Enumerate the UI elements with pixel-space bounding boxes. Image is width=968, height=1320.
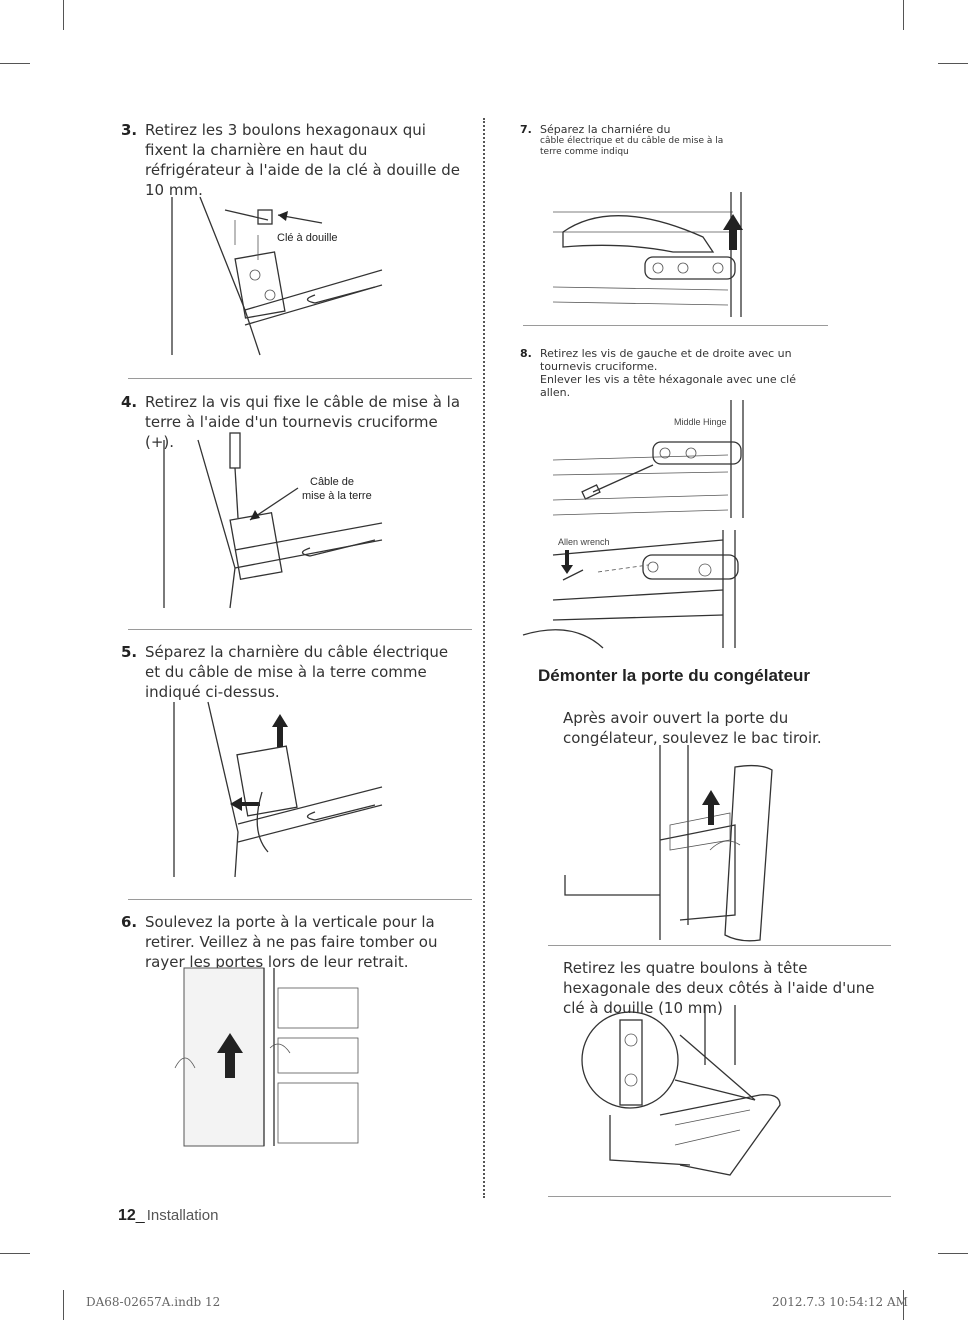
- allen-wrench-label: Allen wrench: [558, 537, 610, 547]
- hinge-separate-illustration: [173, 701, 383, 878]
- crop-mark: [63, 1290, 64, 1320]
- step-text: Soulevez la porte à la verticale pour la…: [145, 913, 438, 971]
- step-text: allen.: [540, 386, 571, 399]
- step-text: Séparez la charniére du: [540, 123, 671, 136]
- step-text: tournevis cruciforme.: [540, 360, 658, 373]
- step-3: 3. Retirez les 3 boulons hexagonaux qui …: [121, 120, 465, 200]
- divider: [548, 945, 891, 946]
- page-footer: 12_Installation: [118, 1207, 218, 1225]
- step-6: 6. Soulevez la porte à la verticale pour…: [121, 912, 465, 972]
- hinge-bolt-illustration: [171, 196, 383, 356]
- step-text: Retirez les vis de gauche et de droite a…: [540, 347, 792, 360]
- step-number: 7.: [520, 123, 532, 136]
- step-text: câble électrique et du câble de mise à l…: [540, 136, 724, 146]
- divider: [128, 378, 472, 379]
- step-number: 8.: [520, 347, 532, 360]
- step-number: 5.: [121, 643, 138, 661]
- ground-cable-label: mise à la terre: [302, 490, 372, 502]
- divider: [523, 325, 828, 326]
- step-number: 6.: [121, 913, 138, 931]
- crop-mark: [0, 1253, 30, 1254]
- lift-door-illustration: [174, 967, 359, 1147]
- column-divider: [483, 118, 485, 1198]
- section-title: Démonter la porte du congélateur: [538, 666, 811, 685]
- footer-separator: _: [135, 1207, 145, 1224]
- step-text: Retirez les 3 boulons hexagonaux qui fix…: [145, 121, 460, 199]
- page-number: 12: [118, 1207, 136, 1224]
- crop-mark: [903, 0, 904, 30]
- timestamp-meta: 2012.7.3 10:54:12 AM: [772, 1295, 908, 1309]
- section-paragraph: Après avoir ouvert la porte du congélate…: [563, 709, 822, 747]
- crop-mark: [938, 1253, 968, 1254]
- drawer-bolts-illustration: [581, 1005, 781, 1176]
- middle-hinge-label: Middle Hinge: [674, 417, 727, 427]
- step-5: 5. Séparez la charnière du câble électri…: [121, 642, 455, 702]
- section-paragraph: Retirez les quatre boulons à tête hexago…: [563, 959, 875, 1017]
- crop-mark: [903, 1290, 904, 1320]
- freezer-drawer-illustration: [564, 745, 773, 942]
- file-meta: DA68-02657A.indb 12: [86, 1295, 221, 1309]
- divider: [128, 899, 472, 900]
- footer-label: Installation: [146, 1207, 219, 1224]
- middle-hinge-illustration: [522, 400, 744, 649]
- step-7: 7. Séparez la charniére du câble électri…: [520, 123, 840, 158]
- step-8: 8. Retirez les vis de gauche et de droit…: [520, 347, 840, 399]
- hinge-cable-illustration: [552, 192, 743, 317]
- step-number: 3.: [121, 121, 138, 139]
- divider: [128, 629, 472, 630]
- ground-cable-label: Câble de: [310, 476, 355, 488]
- divider: [548, 1196, 891, 1197]
- step-number: 4.: [121, 393, 138, 411]
- crop-mark: [0, 63, 30, 64]
- step-text: terre comme indiqu: [540, 147, 629, 157]
- socket-wrench-label: Clé à douille: [277, 232, 338, 244]
- crop-mark: [63, 0, 64, 30]
- step-text: Séparez la charnière du câble électrique…: [145, 643, 449, 701]
- ground-screw-illustration: [163, 432, 383, 609]
- crop-mark: [938, 63, 968, 64]
- step-text: Enlever les vis a tête héxagonale avec u…: [540, 373, 796, 386]
- step-4: 4. Retirez la vis qui fixe le câble de m…: [121, 392, 465, 452]
- step-text: Retirez la vis qui fixe le câble de mise…: [145, 393, 461, 451]
